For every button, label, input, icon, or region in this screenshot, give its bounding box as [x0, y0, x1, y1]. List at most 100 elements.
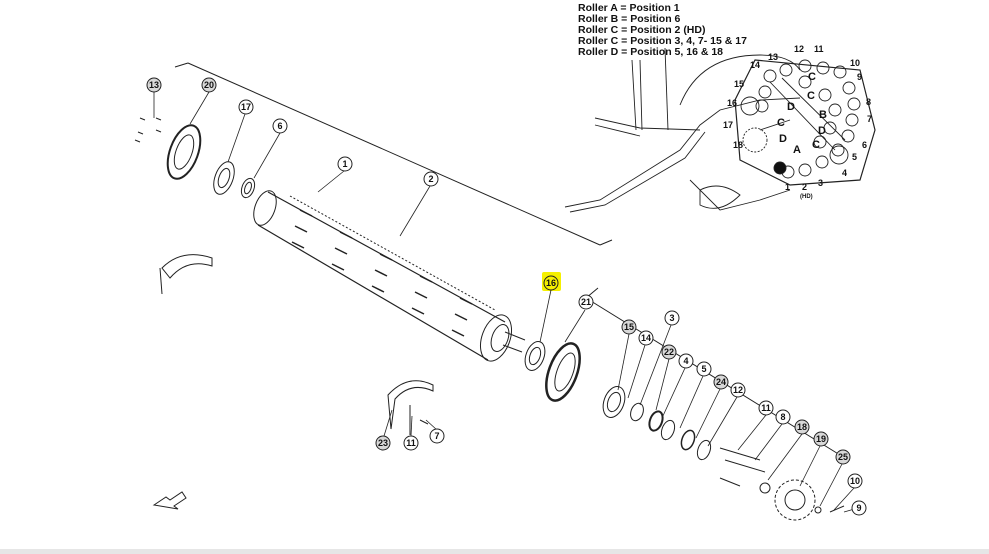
svg-text:17: 17 [241, 102, 251, 112]
selected-part-highlight [542, 272, 561, 291]
svg-text:24: 24 [716, 377, 726, 387]
svg-text:10: 10 [850, 58, 860, 68]
svg-text:19: 19 [816, 434, 826, 444]
svg-text:7: 7 [434, 431, 439, 441]
svg-text:1: 1 [342, 159, 347, 169]
callout-18: 18 [794, 419, 810, 435]
svg-text:(HD): (HD) [800, 194, 813, 200]
leader-lines [153, 91, 859, 513]
svg-text:B: B [819, 109, 827, 121]
legend-line: Roller C = Position 3, 4, 7- 15 & 17 [578, 35, 747, 47]
svg-text:18: 18 [733, 140, 743, 150]
svg-text:15: 15 [624, 322, 634, 332]
callout-17: 17 [238, 99, 254, 115]
svg-text:1: 1 [785, 182, 790, 192]
svg-text:9: 9 [856, 503, 861, 513]
callout-25: 25 [835, 449, 851, 465]
right-end-parts [524, 341, 845, 521]
frame-line-top [174, 62, 613, 246]
svg-text:7: 7 [867, 114, 872, 124]
svg-text:8: 8 [866, 97, 871, 107]
svg-text:5: 5 [701, 364, 706, 374]
inset-labels: 13 12 11 14 10 9 15 16 8 7 17 6 18 5 4 1… [723, 44, 872, 200]
callout-9: 9 [851, 500, 867, 516]
legend-line: Roller C = Position 2 (HD) [578, 24, 706, 36]
svg-text:C: C [812, 139, 820, 151]
svg-text:18: 18 [797, 422, 807, 432]
svg-text:6: 6 [277, 121, 282, 131]
svg-text:15: 15 [734, 79, 744, 89]
svg-text:3: 3 [818, 178, 823, 188]
svg-text:14: 14 [641, 333, 651, 343]
svg-text:C: C [777, 117, 785, 129]
callout-1: 1 [337, 156, 353, 172]
svg-text:C: C [807, 90, 815, 102]
callout-5: 5 [696, 361, 712, 377]
svg-text:17: 17 [723, 120, 733, 130]
svg-text:10: 10 [850, 476, 860, 486]
callout-14: 14 [638, 330, 654, 346]
svg-text:9: 9 [857, 72, 862, 82]
svg-text:5: 5 [852, 152, 857, 162]
svg-text:8: 8 [780, 412, 785, 422]
svg-text:11: 11 [814, 44, 824, 54]
left-end-parts [134, 117, 256, 295]
svg-text:12: 12 [733, 385, 743, 395]
callout-15: 15 [621, 319, 637, 335]
callouts: 13 20 17 6 1 2 16 21 15 14 3 22 4 5 24 1… [146, 77, 867, 516]
svg-text:21: 21 [581, 297, 591, 307]
svg-text:12: 12 [794, 44, 804, 54]
callout-11: 11 [758, 400, 774, 416]
callout-7: 7 [429, 428, 445, 444]
roller-tube [253, 190, 526, 362]
svg-text:A: A [793, 144, 801, 156]
legend-line: Roller D = Position 5, 16 & 18 [578, 46, 724, 58]
callout-24: 24 [713, 374, 729, 390]
svg-text:11: 11 [406, 438, 416, 448]
svg-text:D: D [779, 133, 787, 145]
direction-arrow-icon [152, 491, 187, 510]
svg-text:13: 13 [149, 80, 159, 90]
callout-10: 10 [847, 473, 863, 489]
callout-13: 13 [146, 77, 162, 93]
svg-text:D: D [787, 101, 795, 113]
svg-text:13: 13 [768, 52, 778, 62]
callout-12: 12 [730, 382, 746, 398]
svg-text:4: 4 [842, 168, 847, 178]
svg-text:2: 2 [428, 174, 433, 184]
bottom-divider [0, 549, 989, 554]
svg-text:11: 11 [761, 403, 771, 413]
svg-text:16: 16 [546, 278, 556, 288]
svg-text:14: 14 [750, 60, 760, 70]
callout-22: 22 [661, 344, 677, 360]
svg-text:6: 6 [862, 140, 867, 150]
svg-text:16: 16 [727, 98, 737, 108]
svg-text:D: D [818, 125, 826, 137]
bracket-bolts [409, 405, 429, 435]
svg-text:23: 23 [378, 438, 388, 448]
svg-text:4: 4 [683, 356, 688, 366]
roller-position-inset [564, 47, 876, 213]
svg-text:2: 2 [802, 182, 807, 192]
callout-21: 21 [578, 294, 594, 310]
svg-text:C: C [808, 71, 816, 83]
callout-8: 8 [775, 409, 791, 425]
svg-text:3: 3 [669, 313, 674, 323]
svg-text:22: 22 [664, 347, 674, 357]
callout-3: 3 [664, 310, 680, 326]
roller-legend: Roller A = Position 1 Roller B = Positio… [578, 3, 747, 58]
legend-line: Roller B = Position 6 [578, 13, 681, 25]
svg-text:20: 20 [204, 80, 214, 90]
callout-2: 2 [423, 171, 439, 187]
callout-6: 6 [272, 118, 288, 134]
callout-19: 19 [813, 431, 829, 447]
callout-4: 4 [678, 353, 694, 369]
svg-text:25: 25 [838, 452, 848, 462]
inset-rollers [740, 59, 861, 179]
callout-16: 16 [543, 275, 559, 291]
lower-bracket [387, 380, 434, 430]
callout-11b: 11 [403, 435, 419, 451]
callout-20: 20 [201, 77, 217, 93]
